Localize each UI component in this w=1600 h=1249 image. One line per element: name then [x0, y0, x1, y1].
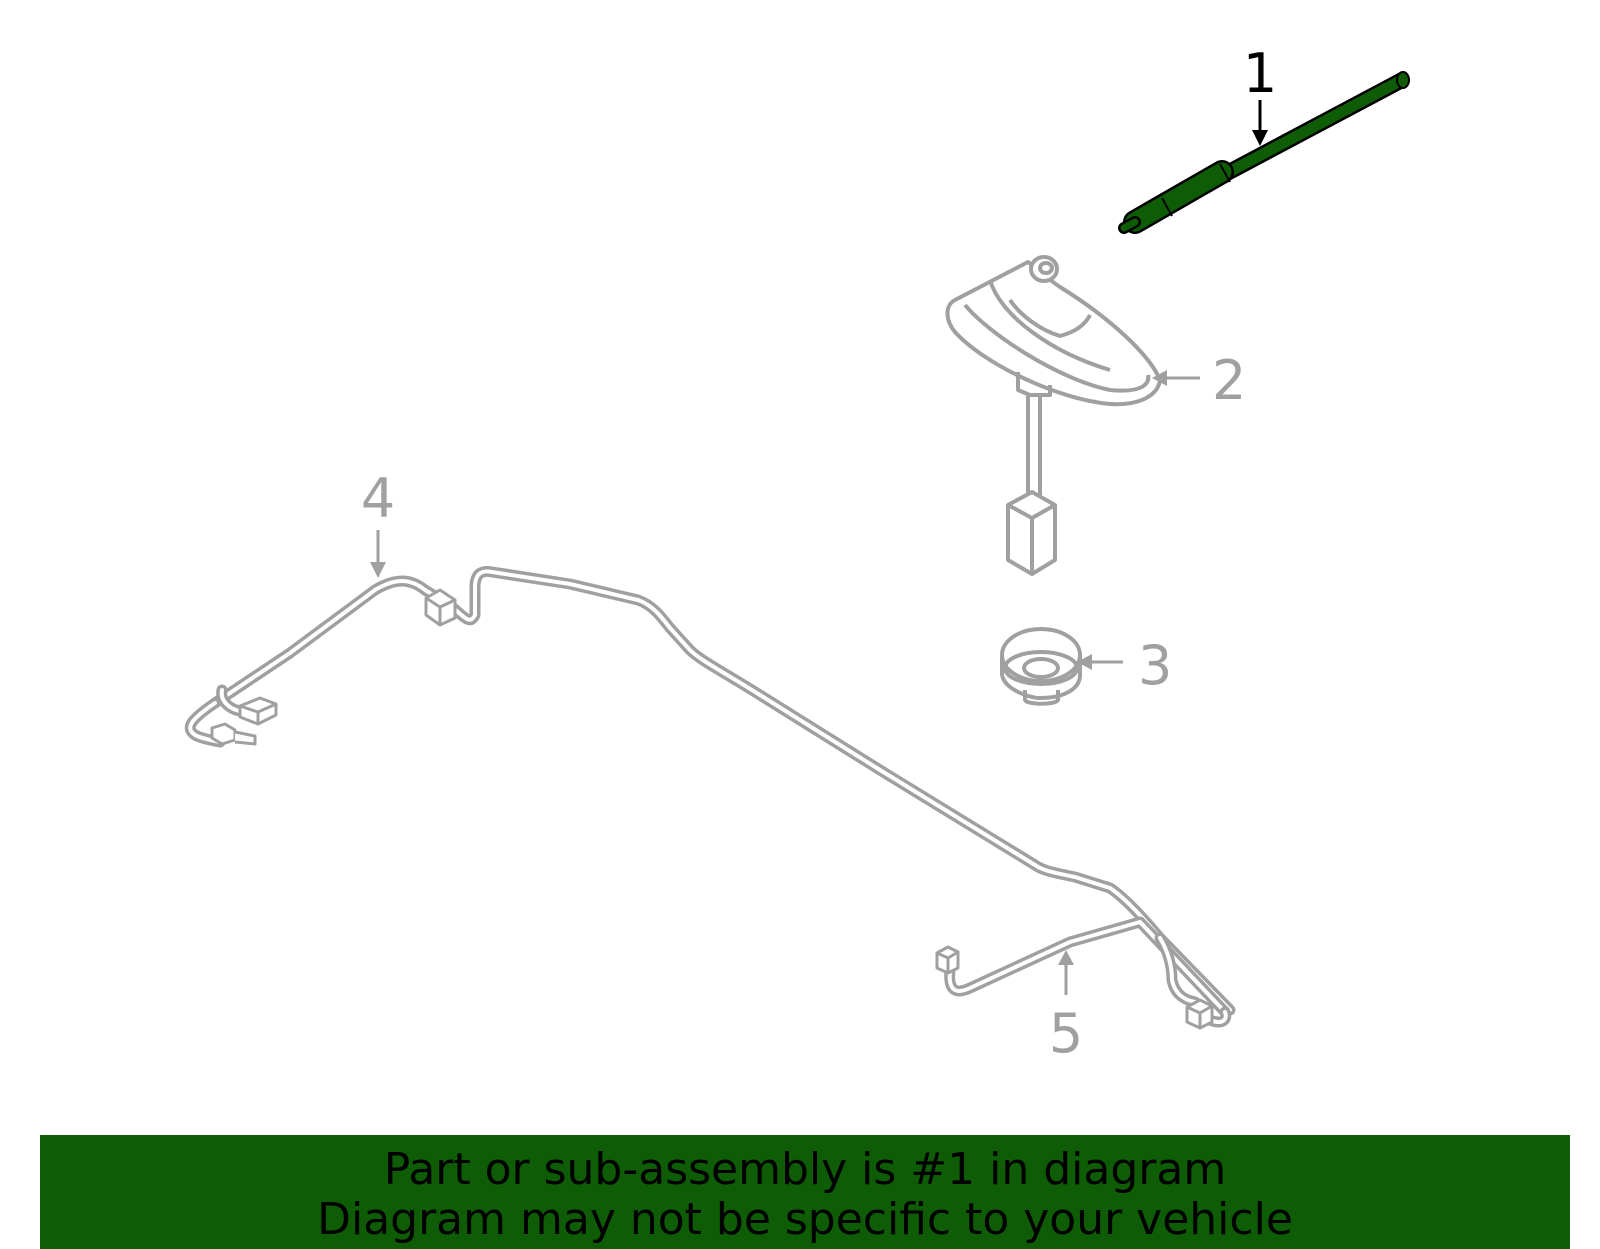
callout-1: 1 [1243, 42, 1277, 146]
part-2-antenna-base[interactable] [945, 255, 1162, 576]
banner-line-1: Part or sub-assembly is #1 in diagram [383, 1144, 1227, 1195]
callout-3: 3 [1077, 634, 1172, 697]
banner-line-2: Diagram may not be specific to your vehi… [317, 1194, 1293, 1245]
callout-5: 5 [1049, 950, 1083, 1065]
callout-2: 2 [1152, 349, 1246, 412]
part-5-antenna-lead[interactable] [935, 916, 1232, 1030]
disclaimer-banner: Part or sub-assembly is #1 in diagram Di… [40, 1135, 1570, 1249]
part-4-antenna-cable[interactable] [184, 565, 1236, 1016]
callout-label-1: 1 [1243, 42, 1277, 105]
callout-label-5: 5 [1049, 1002, 1083, 1065]
callout-label-2: 2 [1212, 349, 1246, 412]
callout-label-4: 4 [361, 467, 395, 530]
part-3-gasket[interactable] [1000, 627, 1082, 706]
part-1-antenna-mast[interactable] [1118, 71, 1410, 234]
callout-4: 4 [361, 467, 395, 578]
callout-label-3: 3 [1138, 634, 1172, 697]
